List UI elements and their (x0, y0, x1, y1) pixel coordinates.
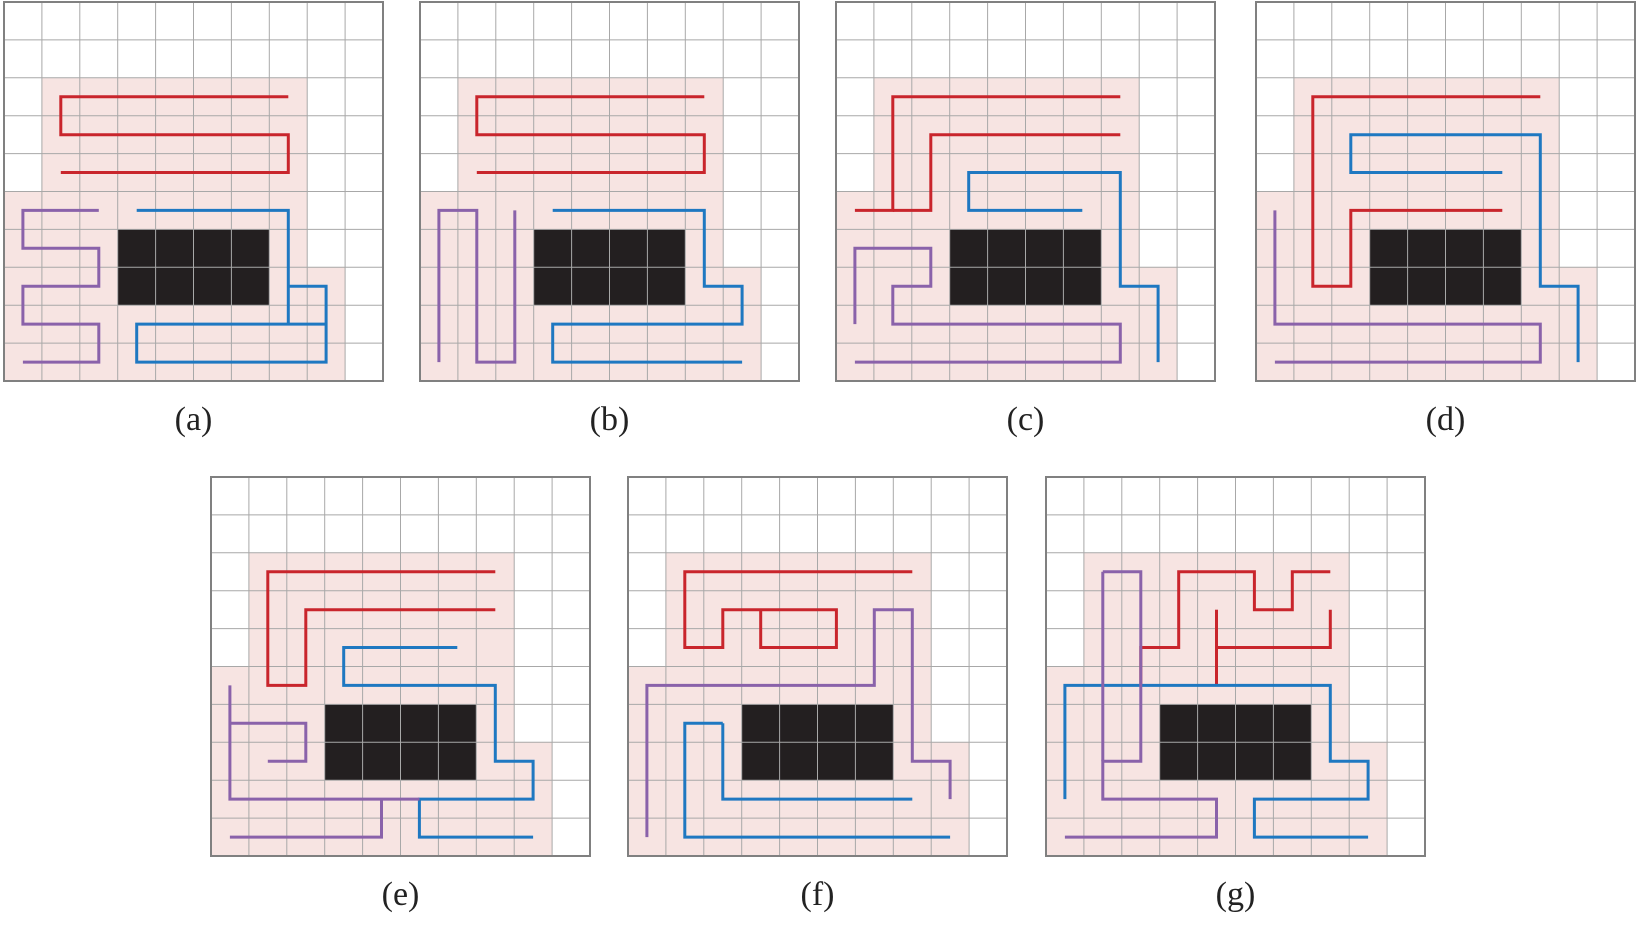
path-purple (228, 685, 420, 801)
path-blue (1349, 133, 1580, 363)
panel-border (3, 1, 384, 382)
grid-panel: (c) (835, 1, 1216, 438)
panel-border (1045, 476, 1426, 857)
panel-label: (e) (382, 876, 420, 913)
path-purple (229, 721, 308, 763)
path-red (1139, 570, 1331, 686)
path-blue (967, 171, 1160, 363)
path-purple (1064, 570, 1218, 839)
path-purple (229, 799, 383, 839)
path-purple (1273, 210, 1542, 364)
path-blue (721, 723, 913, 801)
grid-panel: (b) (419, 1, 800, 438)
panel-label: (d) (1426, 401, 1466, 438)
path-blue (135, 208, 328, 364)
path-red (1215, 609, 1332, 686)
path-red (892, 133, 1121, 212)
path-purple (853, 246, 1122, 364)
panel-label: (g) (1216, 876, 1256, 913)
path-purple (21, 208, 101, 364)
path-red (475, 95, 706, 174)
path-purple (437, 208, 517, 364)
path-blue (551, 208, 744, 364)
path-blue (683, 721, 951, 839)
panel-border (1255, 1, 1636, 382)
path-purple (645, 608, 952, 838)
panel-border (210, 476, 591, 857)
panel-label: (f) (801, 876, 835, 913)
path-red (1311, 95, 1541, 288)
path-red (266, 570, 496, 687)
panel-label: (a) (175, 401, 213, 438)
grid-panel: (a) (3, 1, 384, 438)
panels-layer: (a) (b) (c) (d) (e) (f) (g) (3, 1, 1636, 913)
path-red (59, 95, 290, 174)
path-red (683, 570, 913, 649)
path-red (854, 95, 1121, 212)
grid-panel: (d) (1255, 1, 1636, 438)
panel-border (835, 1, 1216, 382)
path-blue (342, 646, 535, 839)
grid-panel: (f) (627, 476, 1008, 913)
panel-label: (b) (590, 401, 630, 438)
panel-border (419, 1, 800, 382)
panel-border (627, 476, 1008, 857)
panel-label: (c) (1007, 401, 1045, 438)
grid-panel: (g) (1045, 476, 1426, 913)
path-blue (1063, 683, 1370, 839)
grid-panel: (e) (210, 476, 591, 913)
